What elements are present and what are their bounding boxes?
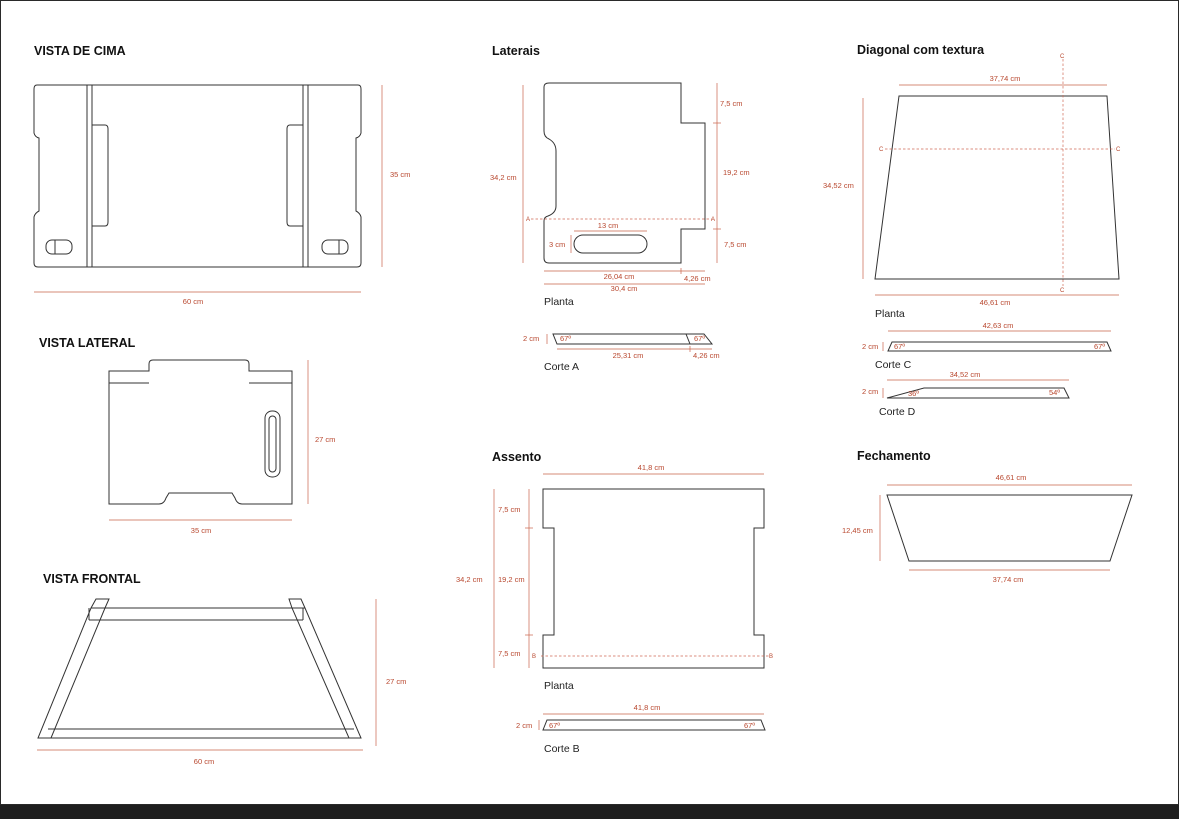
lat-mid-dim: 19,2 cm [723, 168, 750, 177]
front-view-title: VISTA FRONTAL [43, 572, 141, 586]
corte-c-label: Corte C [875, 359, 912, 371]
diagonal-panel: Diagonal com textura 37,74 cm C C C C 34… [823, 43, 1121, 418]
corte-b-ang1: 67º [549, 721, 560, 730]
lat-height-dim: 34,2 cm [490, 173, 517, 182]
top-view-outline [33, 84, 362, 268]
corte-b-w-dim: 41,8 cm [634, 703, 661, 712]
assento-title: Assento [492, 450, 542, 464]
section-mark-c-top: C [1060, 54, 1065, 60]
corte-d-t-dim: 2 cm [862, 387, 878, 396]
side-width-dim: 35 cm [191, 526, 211, 535]
lat-w1-dim: 26,04 cm [604, 272, 635, 281]
assento-outline [542, 488, 765, 669]
top-view: VISTA DE CIMA 60 cm 35 cm [33, 44, 410, 306]
side-view-outline [108, 359, 293, 505]
corte-d-label: Corte D [879, 406, 916, 418]
corte-c-ang1: 67º [894, 342, 905, 351]
corte-d-ang2: 54º [1049, 388, 1060, 397]
corte-d-w-dim: 34,52 cm [950, 370, 981, 379]
lat-slot-h-dim: 3 cm [549, 240, 565, 249]
corte-d-section [886, 387, 1070, 399]
corte-a-section [552, 333, 714, 345]
laterais-planta-label: Planta [544, 296, 574, 308]
section-mark-c-bottom: C [1060, 288, 1065, 294]
as-mid-dim: 19,2 cm [498, 575, 525, 584]
fech-height-dim: 12,45 cm [842, 526, 873, 535]
assento-planta-label: Planta [544, 680, 574, 692]
corte-a-ang2: 67º [694, 334, 705, 343]
lat-top-dim: 7,5 cm [720, 99, 743, 108]
corte-b-ang2: 67º [744, 721, 755, 730]
corte-c-t-dim: 2 cm [862, 342, 878, 351]
diagonal-planta-label: Planta [875, 308, 905, 320]
lat-slot-dim: 13 cm [598, 221, 618, 230]
lat-bot-dim: 7,5 cm [724, 240, 747, 249]
laterais-outline [543, 82, 706, 264]
corte-a-t-dim: 2 cm [523, 334, 539, 343]
diagonal-outline [874, 95, 1120, 280]
front-width-dim: 60 cm [194, 757, 214, 766]
section-mark-a-left: A [526, 217, 530, 223]
laterais-title: Laterais [492, 44, 540, 58]
diag-top-dim: 37,74 cm [990, 74, 1021, 83]
assento-panel: Assento 41,8 cm B B 7,5 cm 19,2 cm 7,5 c… [456, 450, 773, 755]
fechamento-title: Fechamento [857, 449, 931, 463]
side-height-dim: 27 cm [315, 435, 335, 444]
as-width-dim: 41,8 cm [638, 463, 665, 472]
fechamento-panel: Fechamento 46,61 cm 12,45 cm 37,74 cm [842, 449, 1133, 584]
lat-w2-dim: 4,26 cm [684, 274, 711, 283]
corte-a-label: Corte A [544, 361, 579, 373]
corte-a-ang1: 67º [560, 334, 571, 343]
corte-b-t-dim: 2 cm [516, 721, 532, 730]
section-mark-c-left: C [879, 147, 884, 153]
bottom-bar [0, 805, 1179, 819]
front-height-dim: 27 cm [386, 677, 406, 686]
section-mark-b-right: B [769, 654, 773, 660]
front-view: VISTA FRONTAL 60 cm 27 cm [37, 572, 406, 766]
side-view: VISTA LATERAL 35 cm 27 cm [39, 336, 335, 535]
as-bot-dim: 7,5 cm [498, 649, 521, 658]
diag-bottom-dim: 46,61 cm [980, 298, 1011, 307]
fech-bottom-dim: 37,74 cm [993, 575, 1024, 584]
corte-a-w1-dim: 25,31 cm [613, 351, 644, 360]
corte-b-label: Corte B [544, 743, 580, 755]
section-mark-b-left: B [532, 654, 536, 660]
corte-c-ang2: 67º [1094, 342, 1105, 351]
as-top-dim: 7,5 cm [498, 505, 521, 514]
side-view-title: VISTA LATERAL [39, 336, 136, 350]
corte-a-w2-dim: 4,26 cm [693, 351, 720, 360]
fechamento-outline [886, 494, 1133, 562]
as-height-dim: 34,2 cm [456, 575, 483, 584]
section-mark-c-right: C [1116, 147, 1121, 153]
top-height-dim: 35 cm [390, 170, 410, 179]
corte-c-w-dim: 42,63 cm [983, 321, 1014, 330]
corte-b-section [542, 719, 766, 731]
corte-c-section [887, 341, 1112, 352]
top-width-dim: 60 cm [183, 297, 203, 306]
diag-height-dim: 34,52 cm [823, 181, 854, 190]
corte-d-ang1: 36º [908, 389, 919, 398]
fech-top-dim: 46,61 cm [996, 473, 1027, 482]
laterais-panel: Laterais A A 13 cm 3 cm 34,2 cm 7,5 cm 1… [490, 44, 750, 373]
lat-w-total-dim: 30,4 cm [611, 284, 638, 293]
section-mark-a-right: A [711, 217, 715, 223]
diagonal-title: Diagonal com textura [857, 43, 985, 57]
top-view-title: VISTA DE CIMA [34, 44, 126, 58]
